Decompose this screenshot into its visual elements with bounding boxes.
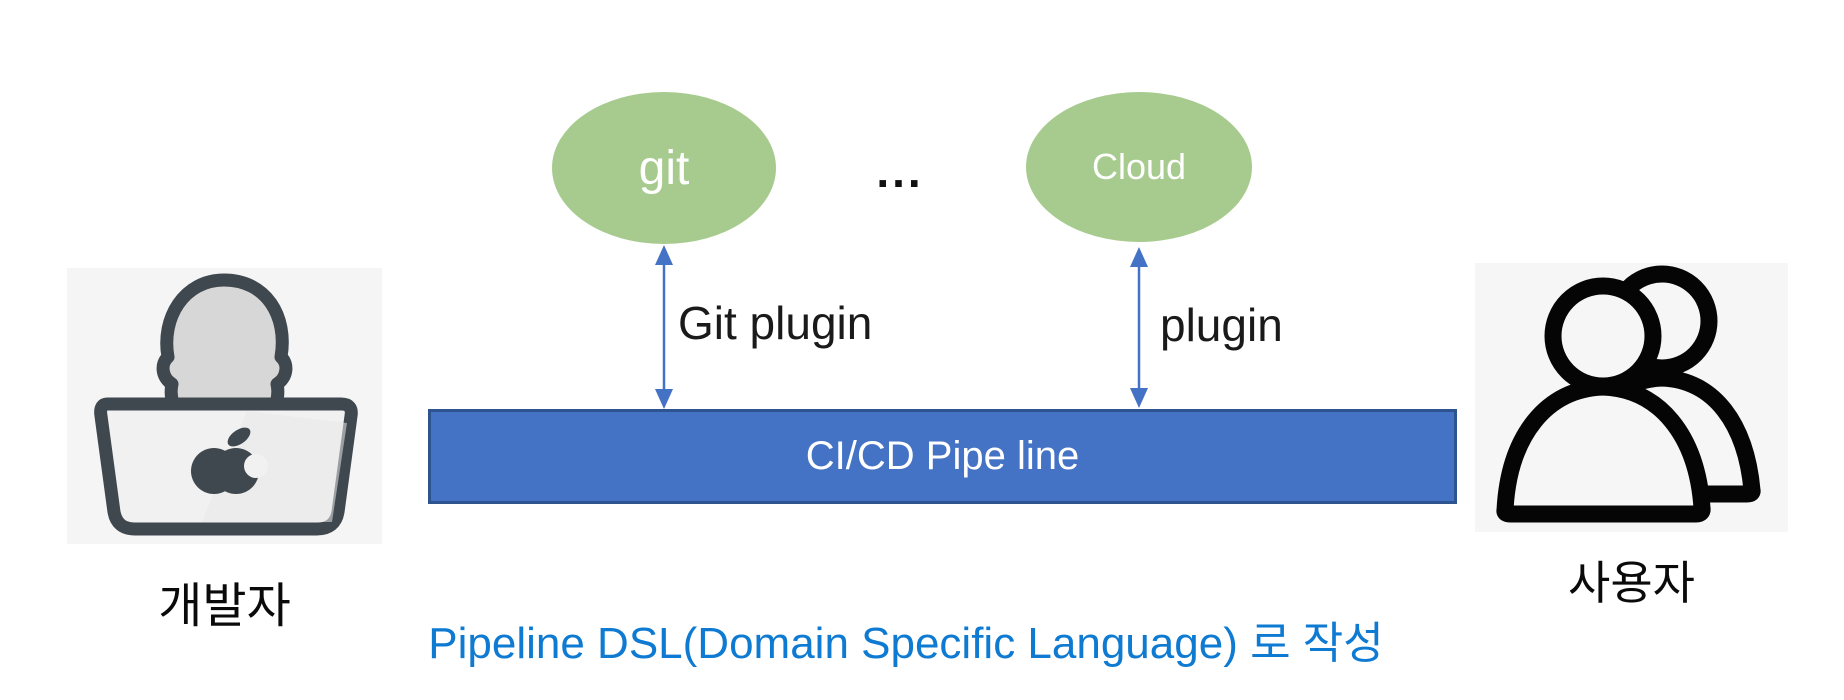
front-person-head — [1544, 277, 1662, 395]
cloud-connector-arrow — [1130, 247, 1148, 408]
git-connector-arrow — [655, 245, 673, 409]
git-plugin-label: Git plugin — [678, 297, 873, 349]
caption-text: Pipeline DSL(Domain Specific Language) 로… — [428, 619, 1384, 668]
apple-logo-icon — [191, 427, 268, 494]
developer-head-shape — [156, 273, 293, 427]
user-label: 사용자 — [1568, 557, 1695, 609]
git-node: git — [552, 92, 776, 244]
front-person-body — [1496, 378, 1711, 523]
plugin-label: plugin — [1160, 299, 1283, 351]
users-icon — [1475, 263, 1788, 532]
cloud-node-label: Cloud — [1091, 146, 1187, 187]
cicd-pipeline-bar: CI/CD Pipe line — [428, 409, 1457, 504]
cicd-pipeline-label: CI/CD Pipe line — [805, 434, 1080, 478]
cloud-node: Cloud — [1026, 92, 1252, 242]
ellipsis-dots: ... — [876, 145, 924, 197]
git-node-label: git — [638, 141, 690, 195]
developer-label: 개발자 — [158, 580, 291, 633]
developer-at-laptop-icon — [67, 268, 382, 544]
